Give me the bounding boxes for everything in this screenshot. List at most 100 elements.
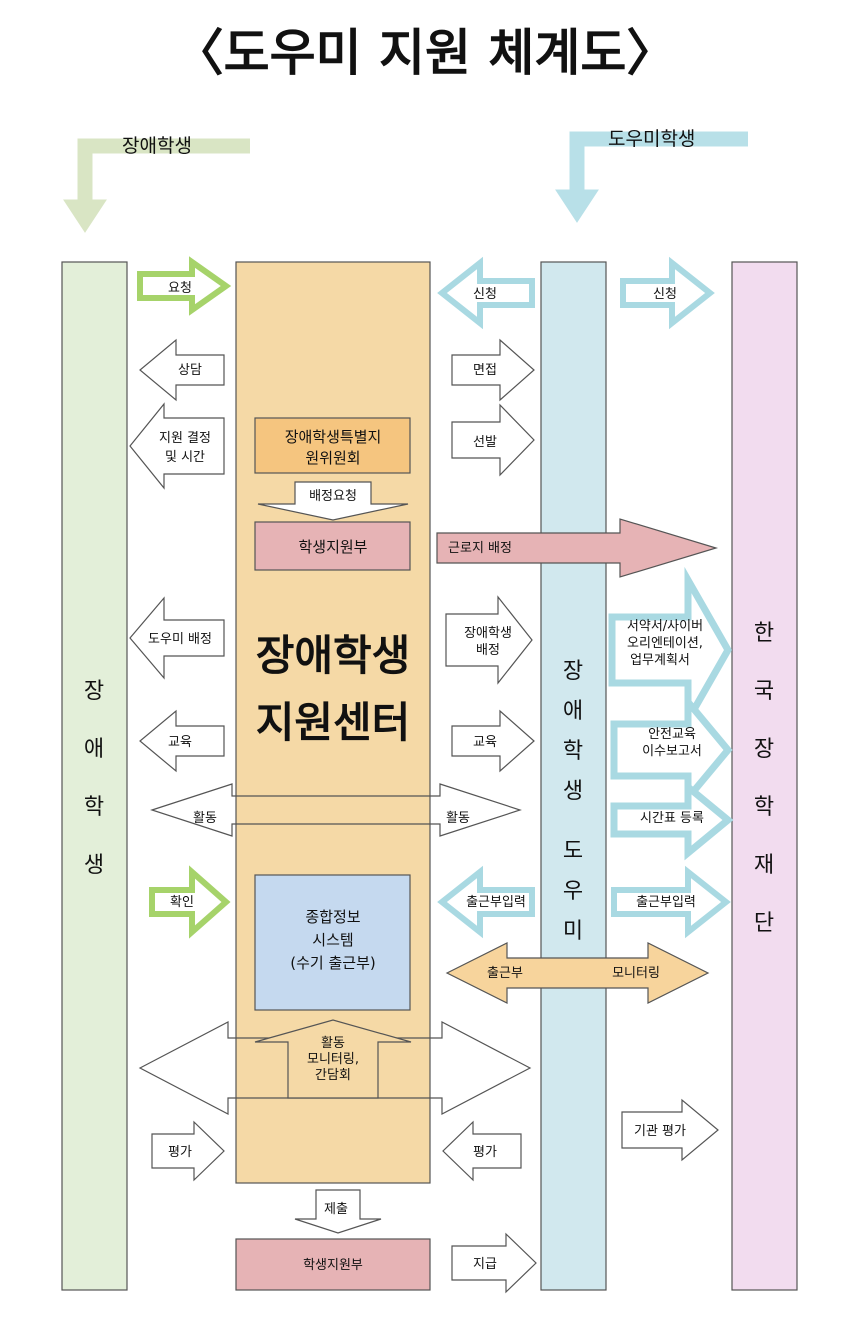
column-helper-label: 장 애 학 생 도 우 미 (563, 659, 583, 944)
svg-text:선발: 선발 (473, 435, 497, 450)
committee-box-label: 장애학생특별지 (285, 428, 382, 446)
apply-right-arrow (620, 256, 715, 330)
svg-text:지급: 지급 (473, 1257, 497, 1272)
svg-text:생: 생 (84, 853, 104, 878)
center-title-line1: 장애학생 (256, 631, 411, 680)
svg-text:업무계획서: 업무계획서 (630, 653, 690, 668)
svg-text:평가: 평가 (473, 1145, 497, 1160)
svg-text:학: 학 (754, 795, 774, 820)
svg-text:장애학생: 장애학생 (464, 626, 512, 641)
column-foundation (731, 261, 798, 1291)
request-arrow (137, 256, 232, 316)
decision-arrow (129, 402, 225, 490)
edu-right-arrow (451, 709, 535, 773)
svg-text:오리엔테이션,: 오리엔테이션, (627, 636, 703, 651)
header-arrow-helper-student-head (555, 184, 599, 223)
diagram-title: 〈도우미 지원 체계도〉 (174, 24, 677, 82)
svg-text:출근부입력: 출근부입력 (636, 895, 696, 910)
svg-text:미: 미 (563, 919, 583, 944)
monitoring-double-arrow (138, 1021, 532, 1115)
header-disabled-student: 장애학생 (122, 135, 192, 157)
center-title-line2: 지원센터 (256, 698, 411, 747)
svg-text:모니터링: 모니터링 (612, 966, 660, 981)
svg-text:단: 단 (754, 911, 774, 936)
svg-text:배정: 배정 (476, 643, 500, 658)
svg-text:안전교육: 안전교육 (648, 727, 696, 742)
svg-text:서약서/사이버: 서약서/사이버 (627, 619, 703, 634)
helper-assign-arrow (129, 596, 225, 680)
interview-arrow (451, 338, 535, 402)
svg-text:한: 한 (754, 621, 774, 646)
student-support-box (254, 521, 411, 571)
consult-arrow (139, 338, 225, 402)
selection-arrow (451, 403, 535, 477)
header-helper-student: 도우미학생 (608, 128, 695, 150)
info-system-box (254, 874, 411, 1011)
svg-text:우: 우 (563, 879, 583, 904)
svg-text:면접: 면접 (473, 363, 497, 378)
svg-text:출근부입력: 출근부입력 (466, 895, 526, 910)
svg-text:평가: 평가 (168, 1145, 192, 1160)
svg-text:애: 애 (563, 699, 583, 724)
svg-text:장: 장 (84, 679, 104, 704)
confirm-arrow (149, 865, 231, 939)
svg-text:출근부: 출근부 (487, 966, 523, 981)
submit-arrow (294, 1189, 382, 1234)
svg-text:확인: 확인 (170, 895, 194, 910)
svg-text:배정요청: 배정요청 (309, 489, 357, 504)
svg-text:교육: 교육 (473, 735, 497, 750)
attend-left-arrow (437, 865, 535, 939)
header-arrow-disabled-student (77, 138, 250, 205)
info-system-label: 종합정보 (305, 908, 360, 926)
info-system-label: 시스템 (312, 931, 353, 949)
arrow-labels: 요청 신청 신청 상담 면접 지원 결정 및 시간 선발 배정요청 근로지 배정… (148, 281, 704, 1272)
svg-text:학: 학 (563, 739, 583, 764)
column-foundation-label: 한 국 장 학 재 단 (754, 621, 774, 936)
pay-arrow (451, 1232, 537, 1294)
svg-text:생: 생 (563, 779, 583, 804)
svg-text:모니터링,: 모니터링, (307, 1052, 359, 1067)
svg-text:지원 결정: 지원 결정 (159, 431, 211, 446)
svg-text:활동: 활동 (446, 811, 470, 826)
student-support-box-label: 학생지원부 (298, 538, 367, 556)
header-arrow-helper-student (569, 131, 748, 195)
attendance-monitoring-arrow (445, 942, 710, 1004)
student-support-bottom-box (235, 1238, 431, 1291)
svg-text:학: 학 (84, 795, 104, 820)
svg-text:이수보고서: 이수보고서 (642, 744, 702, 759)
committee-box-label: 원위원회 (305, 449, 360, 467)
svg-text:신청: 신청 (653, 287, 677, 302)
eval-left-arrow (151, 1120, 225, 1182)
svg-text:요청: 요청 (168, 281, 192, 296)
svg-text:활동: 활동 (321, 1036, 345, 1051)
info-system-label: (수기 출근부) (290, 954, 375, 972)
svg-text:도: 도 (563, 839, 583, 864)
column-helper (540, 261, 607, 1291)
svg-text:장: 장 (754, 737, 774, 762)
svg-text:활동: 활동 (193, 811, 217, 826)
safety-arrow (610, 692, 733, 808)
svg-text:도우미 배정: 도우미 배정 (148, 632, 212, 647)
apply-left-arrow (437, 256, 535, 330)
pledge-arrow (608, 566, 733, 734)
timetable-arrow (610, 779, 734, 861)
header-arrow-disabled-student-head (63, 194, 107, 233)
institution-eval-arrow (621, 1098, 719, 1162)
activity-monitoring-up-arrow (254, 1019, 412, 1099)
svg-text:신청: 신청 (473, 287, 497, 302)
svg-text:제출: 제출 (324, 1202, 348, 1217)
edu-left-arrow (139, 709, 225, 773)
attend-right-arrow (611, 865, 731, 939)
assign-request-arrow (257, 481, 409, 521)
svg-text:애: 애 (84, 737, 104, 762)
svg-text:및 시간: 및 시간 (165, 450, 205, 465)
svg-text:간담회: 간담회 (315, 1068, 351, 1083)
activity-double-arrow (150, 783, 522, 837)
svg-text:상담: 상담 (178, 363, 202, 378)
svg-text:교육: 교육 (168, 735, 192, 750)
column-disabled-student (61, 261, 128, 1291)
svg-text:재: 재 (754, 853, 774, 878)
student-assign-arrow (445, 595, 533, 685)
